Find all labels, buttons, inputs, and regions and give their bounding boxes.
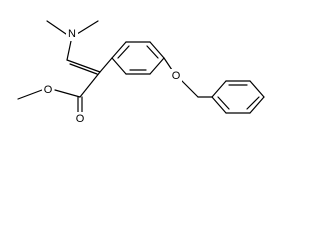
ring2-inner-double-2 xyxy=(246,96,260,110)
bond-oxygen-methyl xyxy=(17,89,43,100)
atom-label-group-ester-oxygen: O xyxy=(42,83,54,97)
atom-label-benzyl-oxygen: O xyxy=(172,70,181,82)
ring2-bond-4 xyxy=(249,96,265,114)
ring1-bond-1 xyxy=(111,41,127,59)
bond-alpha-aryl xyxy=(99,57,113,73)
atom-label-group-nitrogen: N xyxy=(66,27,78,41)
bond-vinyl-double-outer xyxy=(66,59,101,73)
bond-carbonyl-ether-oxygen xyxy=(54,89,81,98)
ring2-bond-6 xyxy=(211,96,227,114)
ring2-inner-double-3 xyxy=(217,96,230,110)
ring2-bond-1 xyxy=(211,80,227,98)
atom-label-group-carbonyl-oxygen: O xyxy=(74,112,86,126)
ring1-bond-6 xyxy=(111,57,127,75)
bond-alpha-carbonyl xyxy=(79,71,101,98)
ring2-bond-3 xyxy=(249,80,265,98)
ring1-bond-4 xyxy=(149,57,165,75)
bond-n-methyl-left xyxy=(46,20,67,35)
ring1-bond-3 xyxy=(149,41,165,59)
bond-vinyl-double-inner xyxy=(69,63,98,75)
bond-n-vinyl xyxy=(66,40,72,61)
ring1-inner-double-2 xyxy=(146,45,159,59)
atom-label-carbonyl-oxygen: O xyxy=(76,113,85,125)
atom-label-ester-oxygen: O xyxy=(44,84,53,96)
chemical-structure-diagram: N O O O xyxy=(17,20,265,126)
atom-label-group-benzyl-oxygen: O xyxy=(170,69,182,83)
bond-oxygen-ch2 xyxy=(179,78,199,98)
ring1-inner-double-1 xyxy=(117,45,130,59)
atom-label-nitrogen: N xyxy=(68,28,76,40)
bond-n-methyl-right xyxy=(76,20,99,35)
